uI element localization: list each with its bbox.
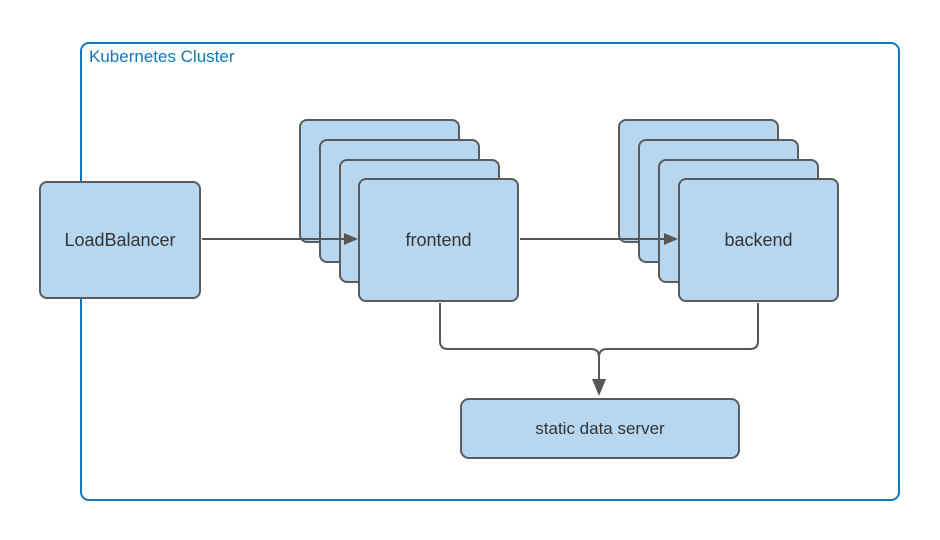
node-frontend-label: frontend bbox=[405, 229, 472, 250]
node-backend-label: backend bbox=[724, 229, 793, 250]
node-loadbalancer: LoadBalancer bbox=[39, 181, 201, 299]
cluster-title: Kubernetes Cluster bbox=[89, 47, 235, 66]
node-loadbalancer-label: LoadBalancer bbox=[64, 229, 176, 250]
node-frontend: frontend bbox=[358, 178, 519, 302]
node-static-data-server: static data server bbox=[460, 398, 740, 459]
node-static-data-server-label: static data server bbox=[535, 418, 665, 438]
node-backend: backend bbox=[678, 178, 839, 302]
